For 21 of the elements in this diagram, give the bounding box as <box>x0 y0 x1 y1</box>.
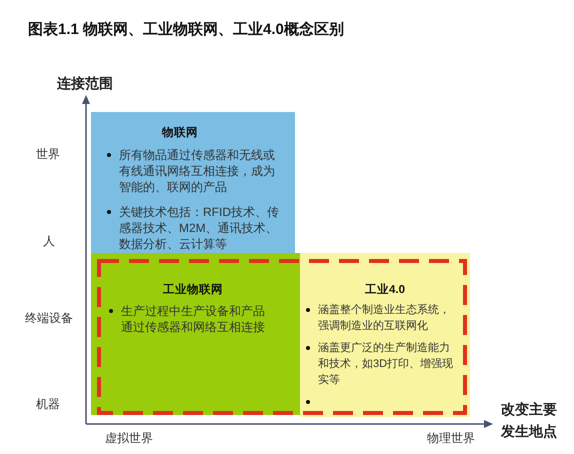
bullet-point-text: 所有物品通过传感器和无线或有线通讯网络互相连接，成为智能的、联网的产品 <box>119 147 276 195</box>
axis-tick-label: 终端设备 <box>25 311 73 326</box>
axis-title: 连接范围 <box>57 74 113 93</box>
panel-heading: 工业4.0 <box>365 283 405 298</box>
diagram-title: 图表1.1 物联网、工业物联网、工业4.0概念区别 <box>28 20 344 40</box>
bullet-point-text: 生产过程中生产设备和产品通过传感器和网络互相连接 <box>121 303 266 335</box>
axis-tick-label: 物理世界 <box>427 431 475 446</box>
axis-tick-label: 机器 <box>36 397 60 412</box>
axis-tick-label: 人 <box>43 234 55 249</box>
axis-title: 改变主要发生地点 <box>501 400 558 441</box>
bullet-point-text: 关键技术包括：RFID技术、传感器技术、M2M、通讯技术、数据分析、云计算等 <box>119 204 279 252</box>
panel-heading: 工业物联网 <box>163 283 223 298</box>
concept-panel <box>91 112 295 255</box>
axis-tick-label: 世界 <box>36 147 60 162</box>
concept-panel <box>300 253 470 417</box>
axis-tick-label: 虚拟世界 <box>105 431 153 446</box>
bullet-point-text: 涵盖更广泛的生产制造能力和技术，如3D打印、增强现实等 <box>318 340 454 388</box>
dashed-outline <box>97 259 467 415</box>
bullet-point-text: 涵盖整个制造业生态系统，强调制造业的互联网化 <box>318 302 451 334</box>
panel-heading: 物联网 <box>162 126 198 141</box>
concept-panel <box>91 253 300 415</box>
